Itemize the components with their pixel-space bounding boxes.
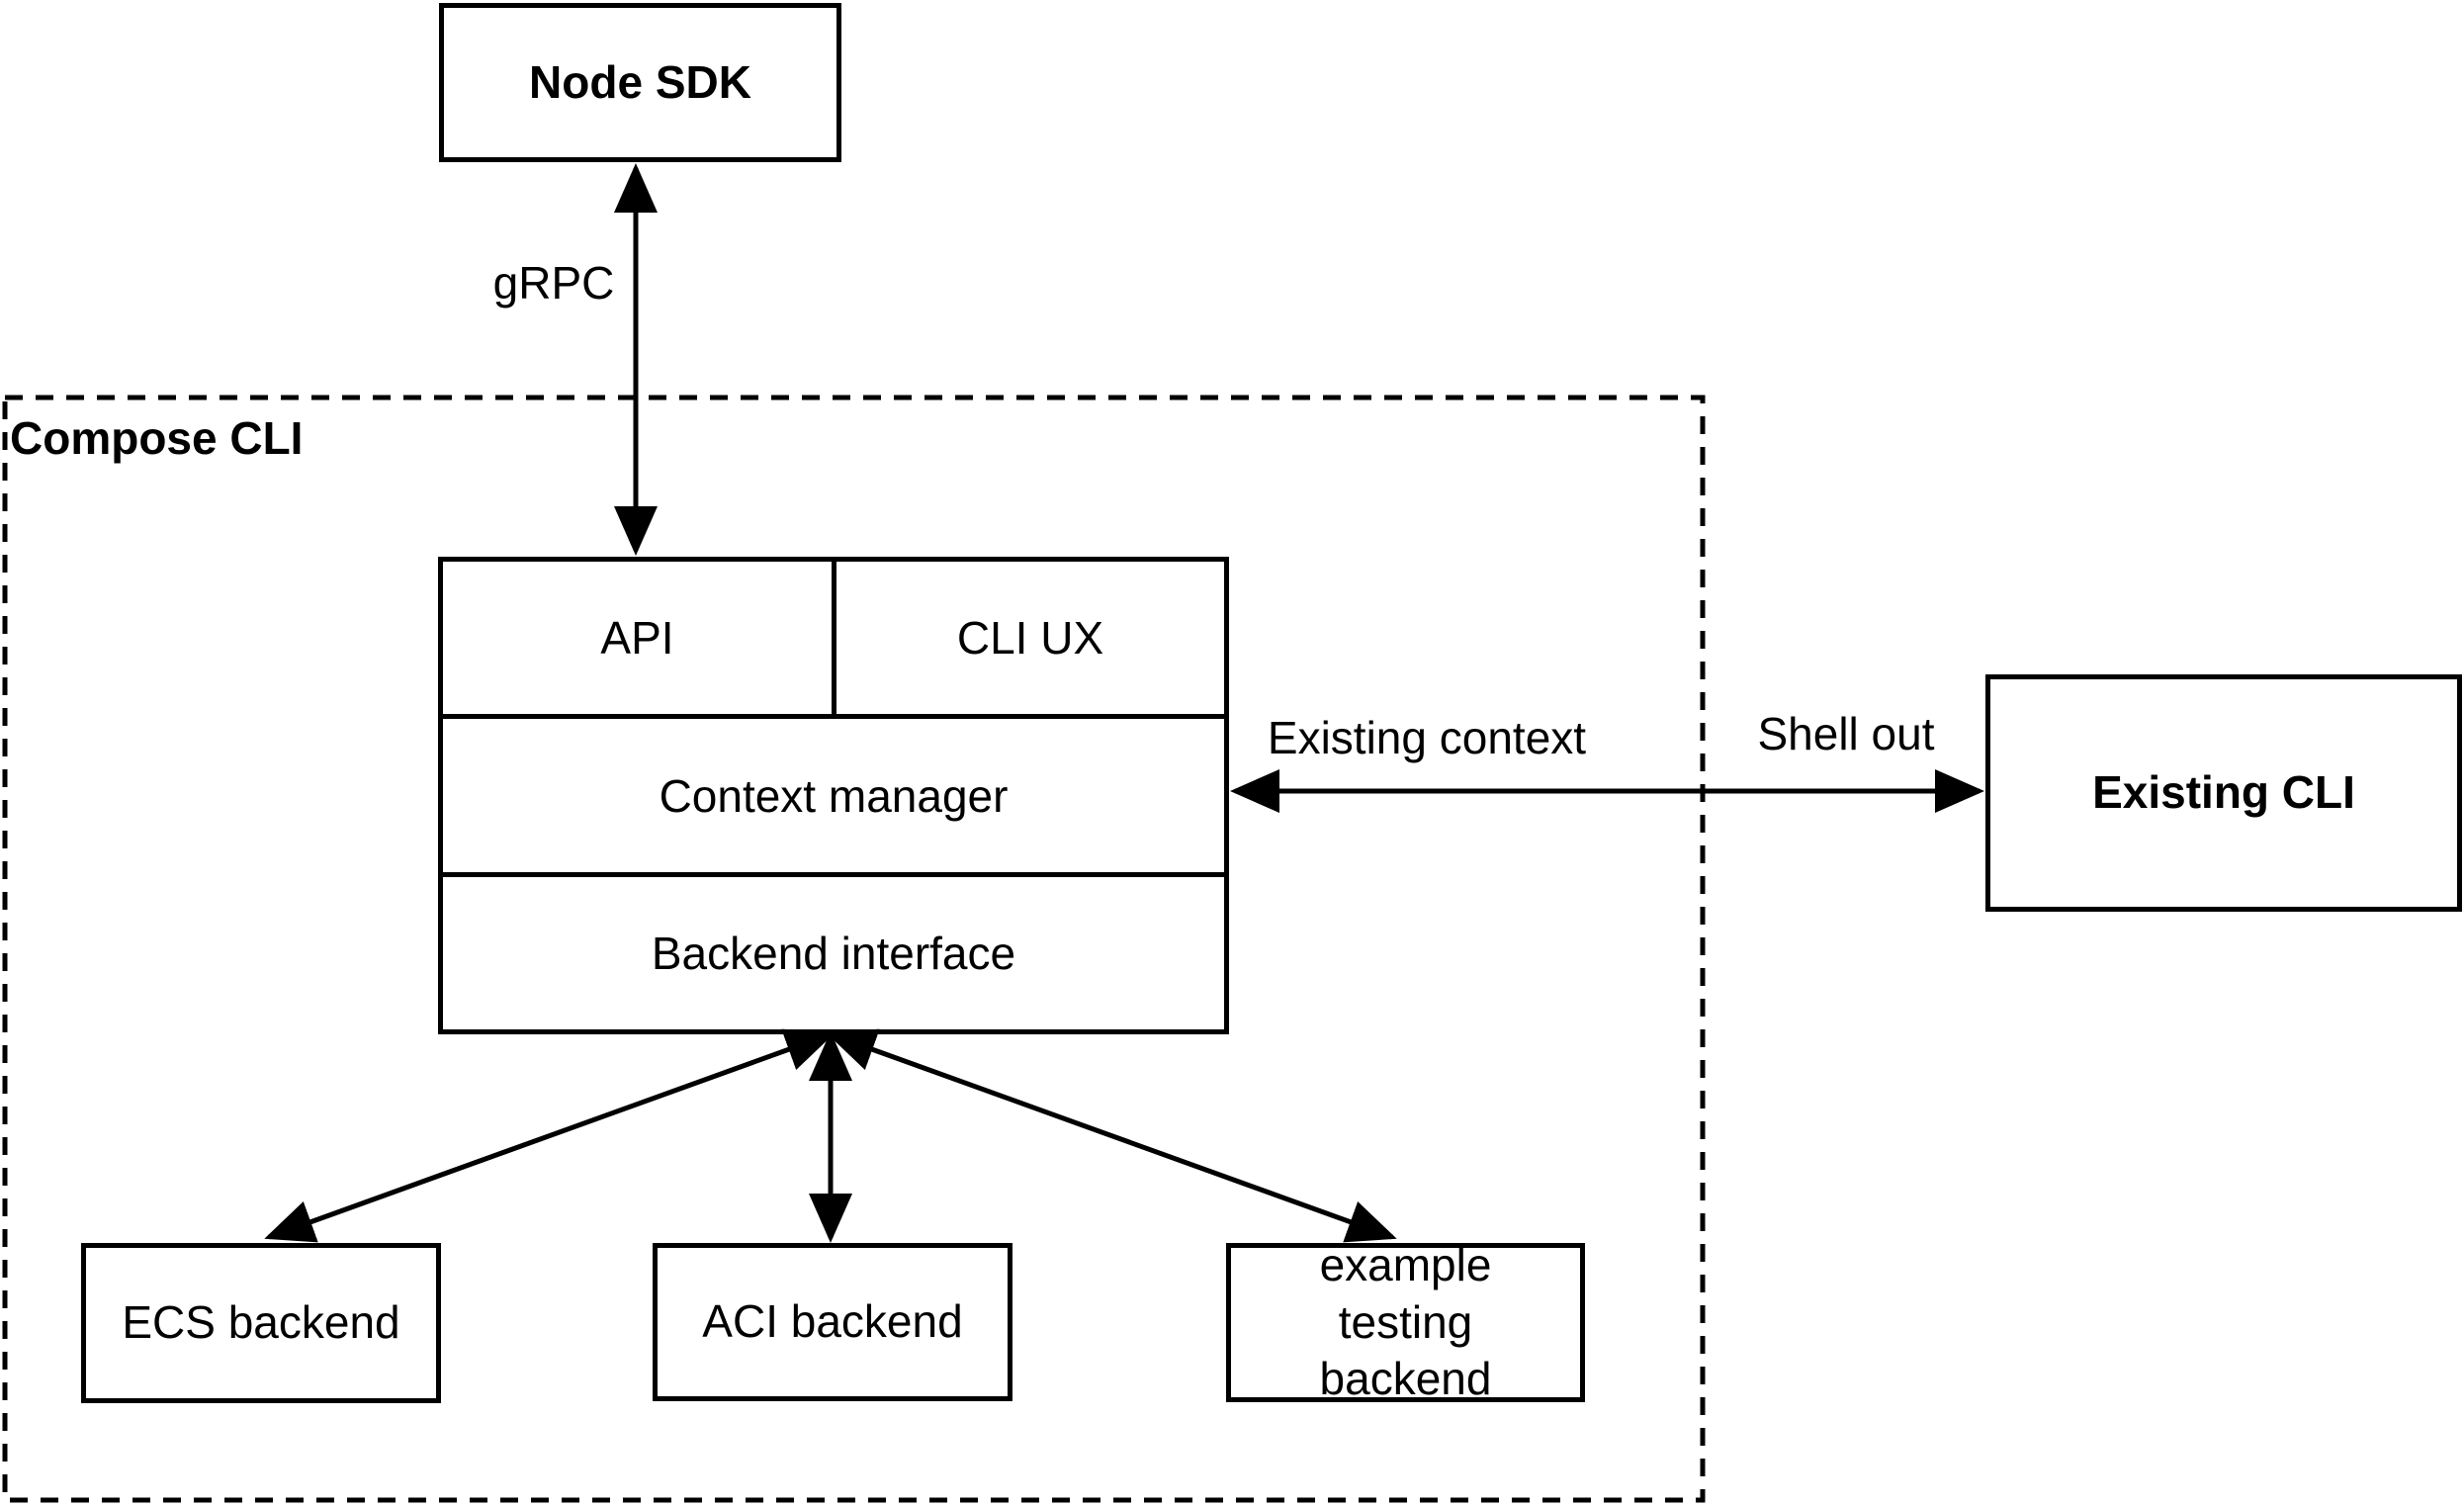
backend-interface-box: Backend interface (438, 872, 1229, 1034)
example-testing-backend-box: example testing backend (1226, 1239, 1585, 1404)
node-sdk-label: Node SDK (529, 55, 751, 108)
compose-cli-container-label: Compose CLI (10, 412, 304, 464)
existing-context-edge-label: Existing context (1267, 712, 1587, 763)
shell-out-edge-label: Shell out (1757, 708, 1935, 759)
cli-ux-box: CLI UX (832, 557, 1229, 719)
ecs-backend-label: ECS backend (122, 1296, 400, 1349)
grpc-edge-label: gRPC (492, 257, 615, 309)
api-label: API (600, 612, 674, 664)
cli-ux-label: CLI UX (956, 612, 1104, 664)
ecs-backend-box: ECS backend (81, 1243, 441, 1403)
backend-interface-label: Backend interface (651, 928, 1016, 979)
backend-to-ecs-arrow (264, 1028, 836, 1243)
example-testing-backend-label: example testing backend (1319, 1239, 1492, 1405)
aci-backend-box: ACI backend (653, 1243, 1012, 1401)
api-box: API (438, 557, 836, 719)
node-sdk-box: Node SDK (439, 3, 841, 162)
existing-cli-box: Existing CLI (1985, 674, 2462, 912)
existing-cli-label: Existing CLI (2092, 766, 2355, 819)
aci-backend-label: ACI backend (702, 1295, 963, 1348)
backend-to-example-testing-arrow (826, 1028, 1397, 1243)
context-manager-box: Context manager (438, 714, 1229, 877)
context-manager-label: Context manager (659, 769, 1009, 822)
